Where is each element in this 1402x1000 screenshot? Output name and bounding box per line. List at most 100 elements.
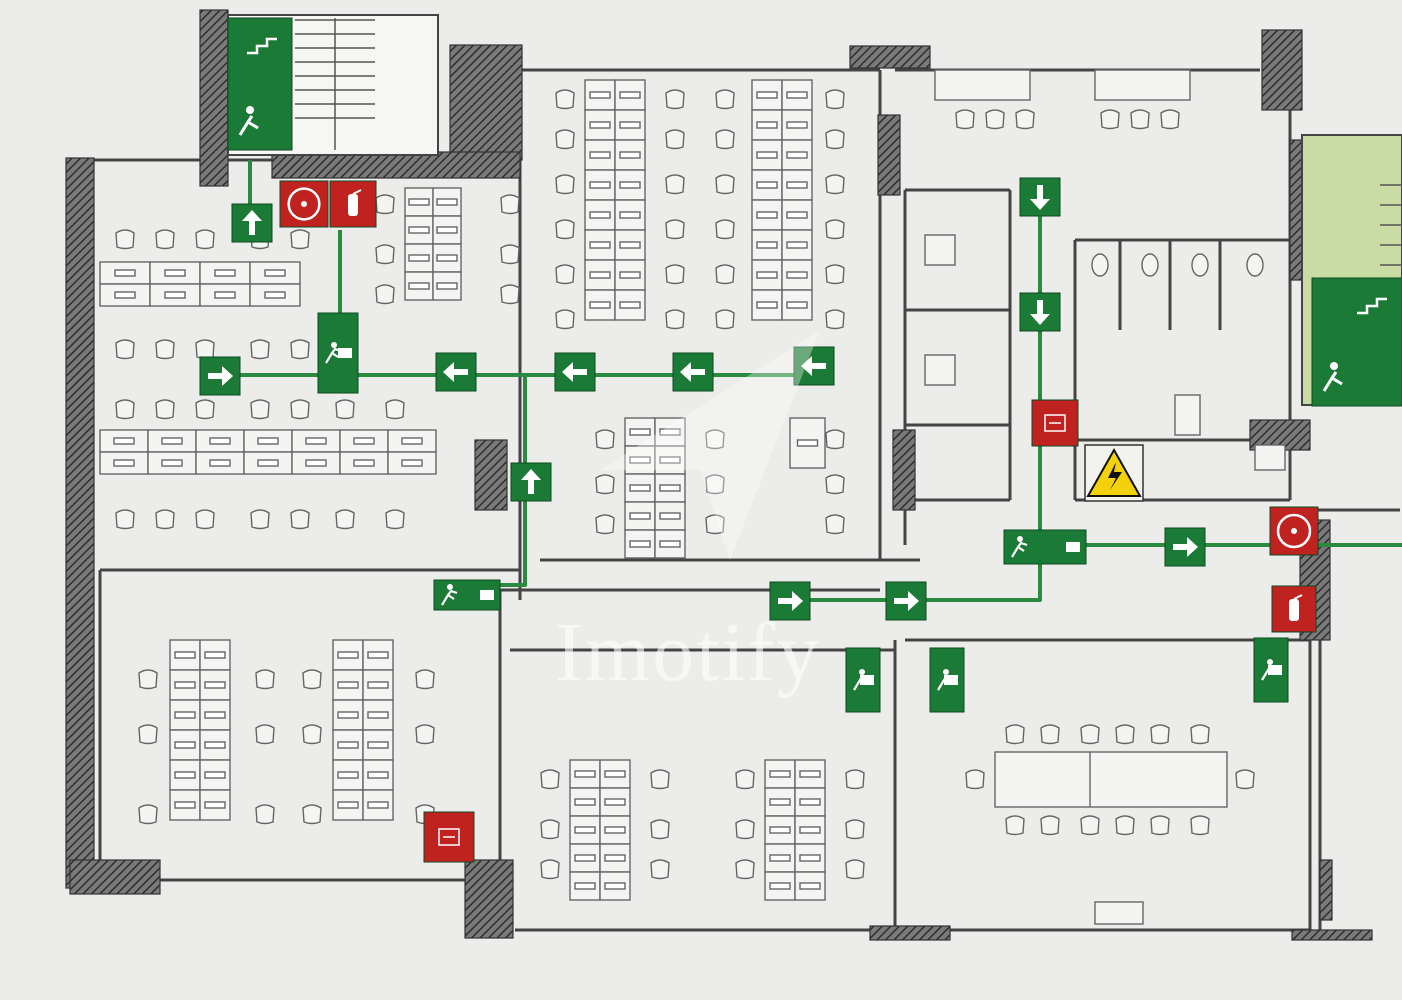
desk-monitor (589, 271, 611, 279)
chair (500, 284, 520, 305)
desk-monitor (574, 882, 596, 890)
desk-monitor (604, 854, 626, 862)
desk-monitor (756, 91, 778, 99)
chair (155, 399, 175, 420)
chair (250, 509, 270, 530)
chair (715, 309, 735, 330)
chair (195, 399, 215, 420)
chair (1190, 815, 1210, 836)
desk-monitor (161, 437, 183, 445)
desk-monitor (264, 291, 286, 299)
desk-monitor (619, 211, 641, 219)
arrow-down-icon (1030, 185, 1050, 210)
chair (595, 429, 615, 450)
desk-monitor (786, 121, 808, 129)
chair (1190, 724, 1210, 745)
chair (705, 474, 725, 495)
desk-monitor (174, 741, 196, 749)
exit-direction-arrow (1164, 527, 1206, 567)
chair (715, 129, 735, 150)
chair (1100, 109, 1120, 130)
desk-monitor (408, 198, 430, 206)
chair (375, 194, 395, 215)
chair (250, 339, 270, 360)
desk-monitor (589, 121, 611, 129)
desk-monitor (337, 771, 359, 779)
desk-monitor (436, 254, 458, 262)
desk-monitor (574, 798, 596, 806)
desk-monitor (436, 282, 458, 290)
running-man-icon (331, 342, 337, 348)
desk-monitor (799, 826, 821, 834)
chair (195, 229, 215, 250)
desk-monitor (161, 459, 183, 467)
chair (595, 514, 615, 535)
chair (255, 804, 275, 825)
desk-monitor (786, 91, 808, 99)
chair (845, 769, 865, 790)
desk-monitor (214, 269, 236, 277)
chair (115, 339, 135, 360)
thick-wall-3 (474, 439, 508, 511)
desk-monitor (659, 428, 681, 436)
desk-monitor (629, 484, 651, 492)
desk-monitor (619, 271, 641, 279)
chair (1015, 109, 1035, 130)
thick-wall-1 (69, 859, 161, 895)
running-man-icon (1322, 371, 1343, 392)
desk-monitor (209, 459, 231, 467)
chair (825, 219, 845, 240)
desk-monitor (589, 241, 611, 249)
desk-monitor (367, 741, 389, 749)
desk-monitor (756, 151, 778, 159)
exit-door-icon (338, 348, 352, 358)
desk-monitor (436, 198, 458, 206)
chair (1040, 815, 1060, 836)
desk-monitor (604, 798, 626, 806)
desk-monitor (589, 151, 611, 159)
chair (825, 429, 845, 450)
chair (1005, 724, 1025, 745)
chair (1115, 724, 1135, 745)
desk-monitor (114, 269, 136, 277)
chair (665, 309, 685, 330)
chair (1040, 724, 1060, 745)
thick-wall-16 (1319, 859, 1333, 921)
staircase-icon (1357, 297, 1387, 315)
chair (115, 509, 135, 530)
fire-alarm-panel-icon (1044, 414, 1066, 432)
chair (1160, 109, 1180, 130)
chair (290, 229, 310, 250)
desk-monitor (756, 211, 778, 219)
chair (155, 509, 175, 530)
desk-monitor (604, 826, 626, 834)
chair (845, 819, 865, 840)
desk-monitor (786, 271, 808, 279)
chair (555, 89, 575, 110)
wc-fixture (924, 234, 956, 266)
sink (1254, 444, 1286, 471)
chair (375, 284, 395, 305)
chair (385, 509, 405, 530)
toilet (1246, 253, 1264, 277)
arrow-right-icon (894, 591, 919, 611)
desk-monitor (114, 291, 136, 299)
desk-monitor (367, 651, 389, 659)
arrow-left-icon (562, 362, 587, 382)
desk-monitor (337, 801, 359, 809)
running-man-icon (1011, 541, 1028, 558)
desk-monitor (769, 798, 791, 806)
desk-monitor (337, 711, 359, 719)
desk-monitor (204, 711, 226, 719)
desk-monitor (756, 121, 778, 129)
chair (715, 174, 735, 195)
desk-monitor (214, 291, 236, 299)
desk-monitor (799, 798, 821, 806)
exit-door-icon (1268, 665, 1282, 675)
desk-monitor (408, 282, 430, 290)
desk-monitor (786, 301, 808, 309)
chair (155, 229, 175, 250)
desk-monitor (367, 681, 389, 689)
chair (665, 174, 685, 195)
desk-monitor (659, 512, 681, 520)
